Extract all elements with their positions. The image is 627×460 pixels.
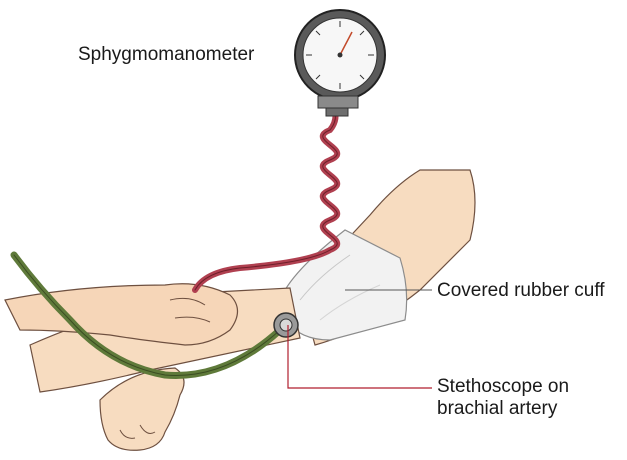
stethoscope-chestpiece [274, 313, 298, 337]
sphygmomanometer-gauge [295, 10, 385, 116]
label-covered-rubber-cuff: Covered rubber cuff [437, 280, 605, 302]
label-stethoscope: Stethoscope on brachial artery [437, 376, 569, 420]
label-sphygmomanometer: Sphygmomanometer [78, 44, 254, 66]
label-stethoscope-line1: Stethoscope on [437, 376, 569, 398]
label-stethoscope-line2: brachial artery [437, 398, 569, 420]
examiner-hand [5, 284, 238, 345]
patient-hand [100, 368, 184, 450]
